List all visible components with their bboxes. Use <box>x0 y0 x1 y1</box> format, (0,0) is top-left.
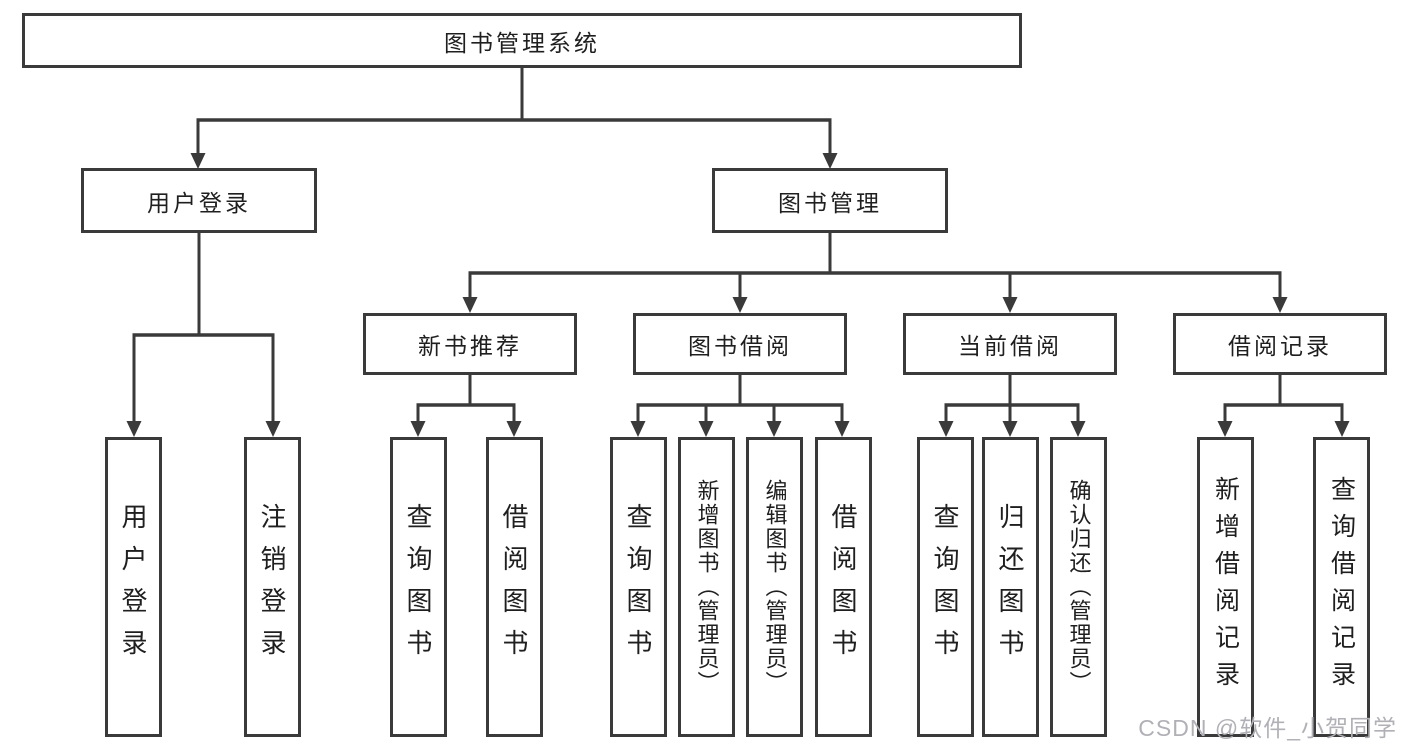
leaf-query-book-borrow: 查询图书 <box>610 437 667 737</box>
leaf-return-book: 归还图书 <box>982 437 1039 737</box>
node-borrow-record: 借阅记录 <box>1173 313 1387 375</box>
node-new-book-recommend: 新书推荐 <box>363 313 577 375</box>
node-library-system-root: 图书管理系统 <box>22 13 1022 68</box>
leaf-user-login: 用户登录 <box>105 437 162 737</box>
leaf-label: 借阅图书 <box>828 503 858 671</box>
node-label: 图书管理系统 <box>444 29 600 56</box>
node-book-borrow: 图书借阅 <box>633 313 847 375</box>
leaf-label: 归还图书 <box>995 503 1025 671</box>
leaf-borrow-book-recommend: 借阅图书 <box>486 437 543 737</box>
leaf-label: 注销登录 <box>257 503 287 671</box>
node-label: 用户登录 <box>147 189 251 216</box>
leaf-label: 查询图书 <box>623 503 653 671</box>
leaf-label: 借阅图书 <box>499 503 529 671</box>
leaf-confirm-return-admin: 确认归还（管理员） <box>1050 437 1107 737</box>
node-label: 新书推荐 <box>418 333 522 359</box>
leaf-edit-book-admin: 编辑图书（管理员） <box>746 437 803 737</box>
csdn-watermark: CSDN @软件_小贺同学 <box>1138 715 1397 741</box>
leaf-label: 查询借阅记录 <box>1327 476 1356 698</box>
leaf-label: 新增图书（管理员） <box>694 479 720 695</box>
leaf-label: 确认归还（管理员） <box>1066 479 1092 695</box>
node-label: 图书借阅 <box>688 333 792 359</box>
node-label: 当前借阅 <box>958 333 1062 359</box>
leaf-add-borrow-record: 新增借阅记录 <box>1197 437 1254 737</box>
leaf-query-book-current: 查询图书 <box>917 437 974 737</box>
leaf-logout-login: 注销登录 <box>244 437 301 737</box>
leaf-label: 编辑图书（管理员） <box>762 479 788 695</box>
leaf-label: 查询图书 <box>403 503 433 671</box>
leaf-query-borrow-record: 查询借阅记录 <box>1313 437 1370 737</box>
leaf-add-book-admin: 新增图书（管理员） <box>678 437 735 737</box>
node-label: 借阅记录 <box>1228 333 1332 359</box>
node-user-login: 用户登录 <box>81 168 317 233</box>
node-label: 图书管理 <box>778 189 882 216</box>
leaf-borrow-book: 借阅图书 <box>815 437 872 737</box>
node-book-management: 图书管理 <box>712 168 948 233</box>
leaf-label: 查询图书 <box>930 503 960 671</box>
leaf-label: 新增借阅记录 <box>1211 476 1240 698</box>
leaf-query-book-recommend: 查询图书 <box>390 437 447 737</box>
leaf-label: 用户登录 <box>118 503 148 671</box>
node-current-borrow: 当前借阅 <box>903 313 1117 375</box>
